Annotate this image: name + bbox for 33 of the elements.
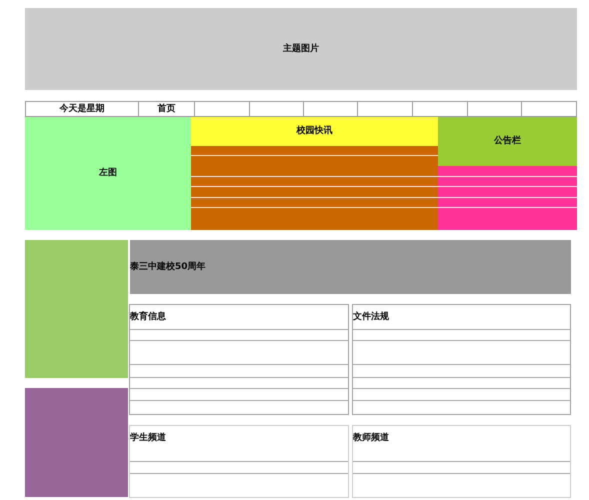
picture-panel bbox=[25, 117, 191, 230]
nav-item bbox=[412, 101, 468, 117]
section-title: 公告栏 bbox=[494, 136, 521, 147]
section-title: 教师频道 bbox=[353, 433, 389, 444]
nav-item bbox=[467, 101, 522, 117]
side-panel bbox=[25, 240, 128, 378]
section-title: 教育信息 bbox=[130, 312, 166, 323]
date-text: 今天是星期 bbox=[60, 104, 104, 114]
nav-item bbox=[521, 101, 577, 117]
nav-item bbox=[357, 101, 413, 117]
news-list-panel bbox=[191, 146, 438, 230]
section-title: 校园快讯 bbox=[296, 126, 332, 137]
nav-item bbox=[25, 101, 139, 117]
banner-panel bbox=[25, 8, 577, 90]
list-panel bbox=[129, 425, 349, 498]
notice-header-bar bbox=[438, 117, 577, 166]
headline-text: 泰三中建校50周年 bbox=[130, 262, 206, 272]
news-header-bar bbox=[191, 117, 438, 146]
notice-list-panel bbox=[438, 166, 577, 230]
panel-label: 左图 bbox=[99, 168, 117, 179]
nav-item bbox=[194, 101, 250, 117]
nav-item bbox=[138, 101, 195, 117]
side-panel bbox=[25, 388, 128, 497]
list-panel bbox=[129, 304, 349, 415]
section-title: 文件法规 bbox=[353, 312, 389, 323]
section-title: 学生频道 bbox=[130, 433, 166, 444]
list-panel bbox=[352, 304, 571, 415]
nav-item bbox=[303, 101, 358, 117]
headline-bar bbox=[130, 240, 571, 294]
banner-label: 主题图片 bbox=[283, 44, 319, 54]
nav-link: 首页 bbox=[158, 104, 176, 114]
list-panel bbox=[352, 425, 571, 498]
nav-item bbox=[249, 101, 304, 117]
